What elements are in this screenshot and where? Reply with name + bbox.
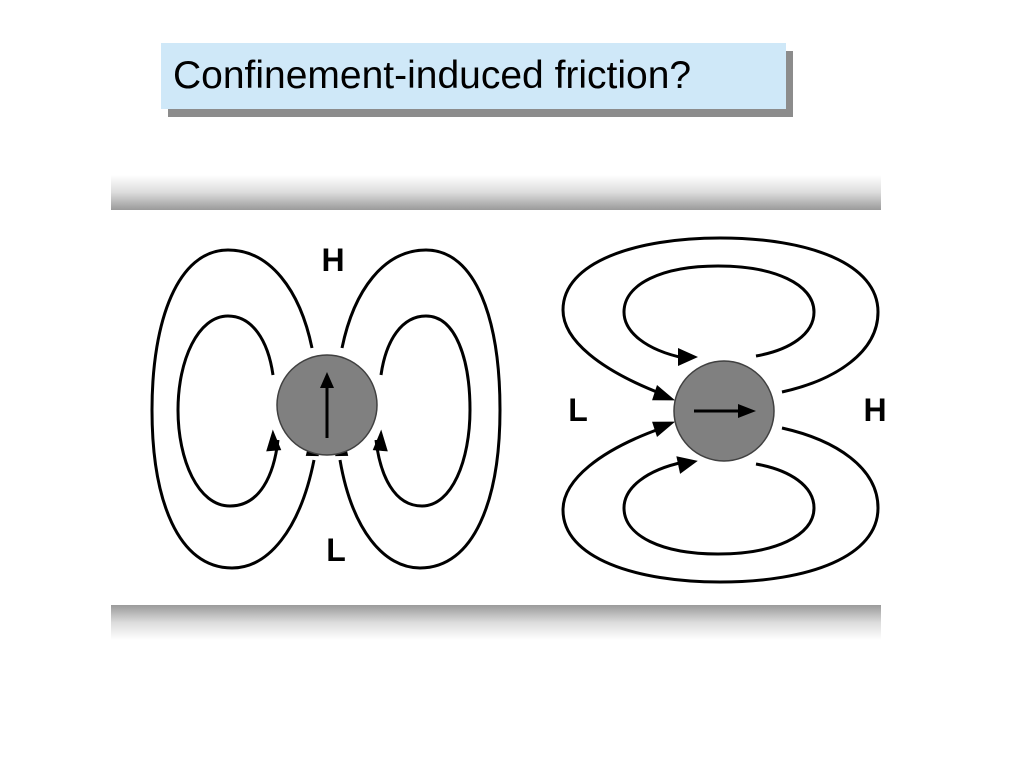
- right-left-label: L: [568, 392, 588, 428]
- bottom-wall: [111, 605, 881, 640]
- left-outer-left-streamline: [150, 248, 316, 570]
- right-upper-outer-streamline: [561, 236, 880, 396]
- right-upper-inner-streamline: [622, 264, 816, 360]
- right-lower-outer-streamline: [561, 426, 880, 584]
- top-wall: [111, 175, 881, 210]
- arrow-upper-outer: [652, 384, 676, 401]
- left-outer-right-streamline: [338, 248, 502, 570]
- right-velocity-arrow: [694, 404, 756, 418]
- left-bottom-label: L: [326, 532, 346, 568]
- left-velocity-arrow: [320, 372, 334, 438]
- left-flow-field: [150, 248, 502, 570]
- right-right-label: H: [863, 392, 886, 428]
- left-inner-right-streamline: [374, 314, 472, 508]
- arrow-lower-outer: [652, 421, 676, 438]
- right-arrowheads: [652, 348, 698, 474]
- slide-title: Confinement-induced friction?: [173, 54, 692, 97]
- right-lower-inner-streamline: [622, 460, 816, 556]
- right-flow-field: [561, 236, 880, 584]
- left-top-label: H: [321, 242, 344, 278]
- title-box: Confinement-induced friction?: [161, 43, 786, 109]
- arrow-right-inner: [372, 429, 388, 452]
- arrow-left-inner: [266, 429, 282, 452]
- arrow-lower-inner: [676, 456, 698, 474]
- left-inner-left-streamline: [176, 314, 280, 508]
- arrow-upper-inner: [678, 348, 698, 366]
